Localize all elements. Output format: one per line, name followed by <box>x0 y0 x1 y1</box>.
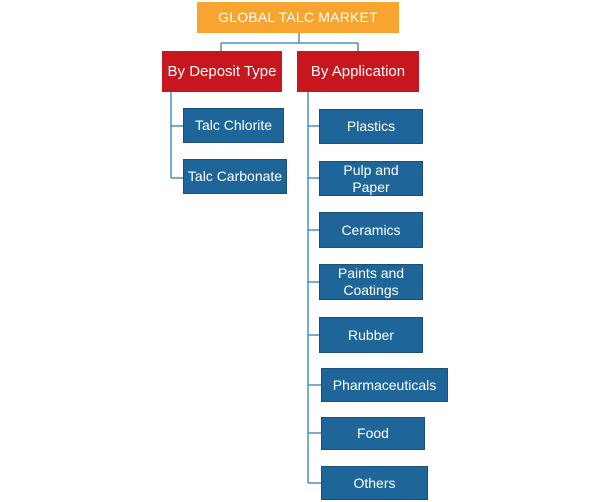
root-node-global-talc-market: GLOBAL TALC MARKET <box>197 2 399 33</box>
leaf-node-ceramics: Ceramics <box>319 212 423 248</box>
leaf-node-plastics: Plastics <box>319 109 423 144</box>
leaf-node-pulp-and-paper: Pulp and Paper <box>319 161 423 196</box>
leaf-node-food: Food <box>321 417 425 450</box>
category-node-application: By Application <box>297 51 419 92</box>
category-node-deposit-type: By Deposit Type <box>162 51 282 92</box>
leaf-node-pharmaceuticals: Pharmaceuticals <box>321 368 448 402</box>
leaf-node-others: Others <box>321 466 428 500</box>
leaf-node-rubber: Rubber <box>319 317 423 353</box>
leaf-node-paints-and-coatings: Paints and Coatings <box>319 264 423 300</box>
leaf-node-talc-chlorite: Talc Chlorite <box>183 108 284 143</box>
leaf-node-talc-carbonate: Talc Carbonate <box>183 159 287 194</box>
